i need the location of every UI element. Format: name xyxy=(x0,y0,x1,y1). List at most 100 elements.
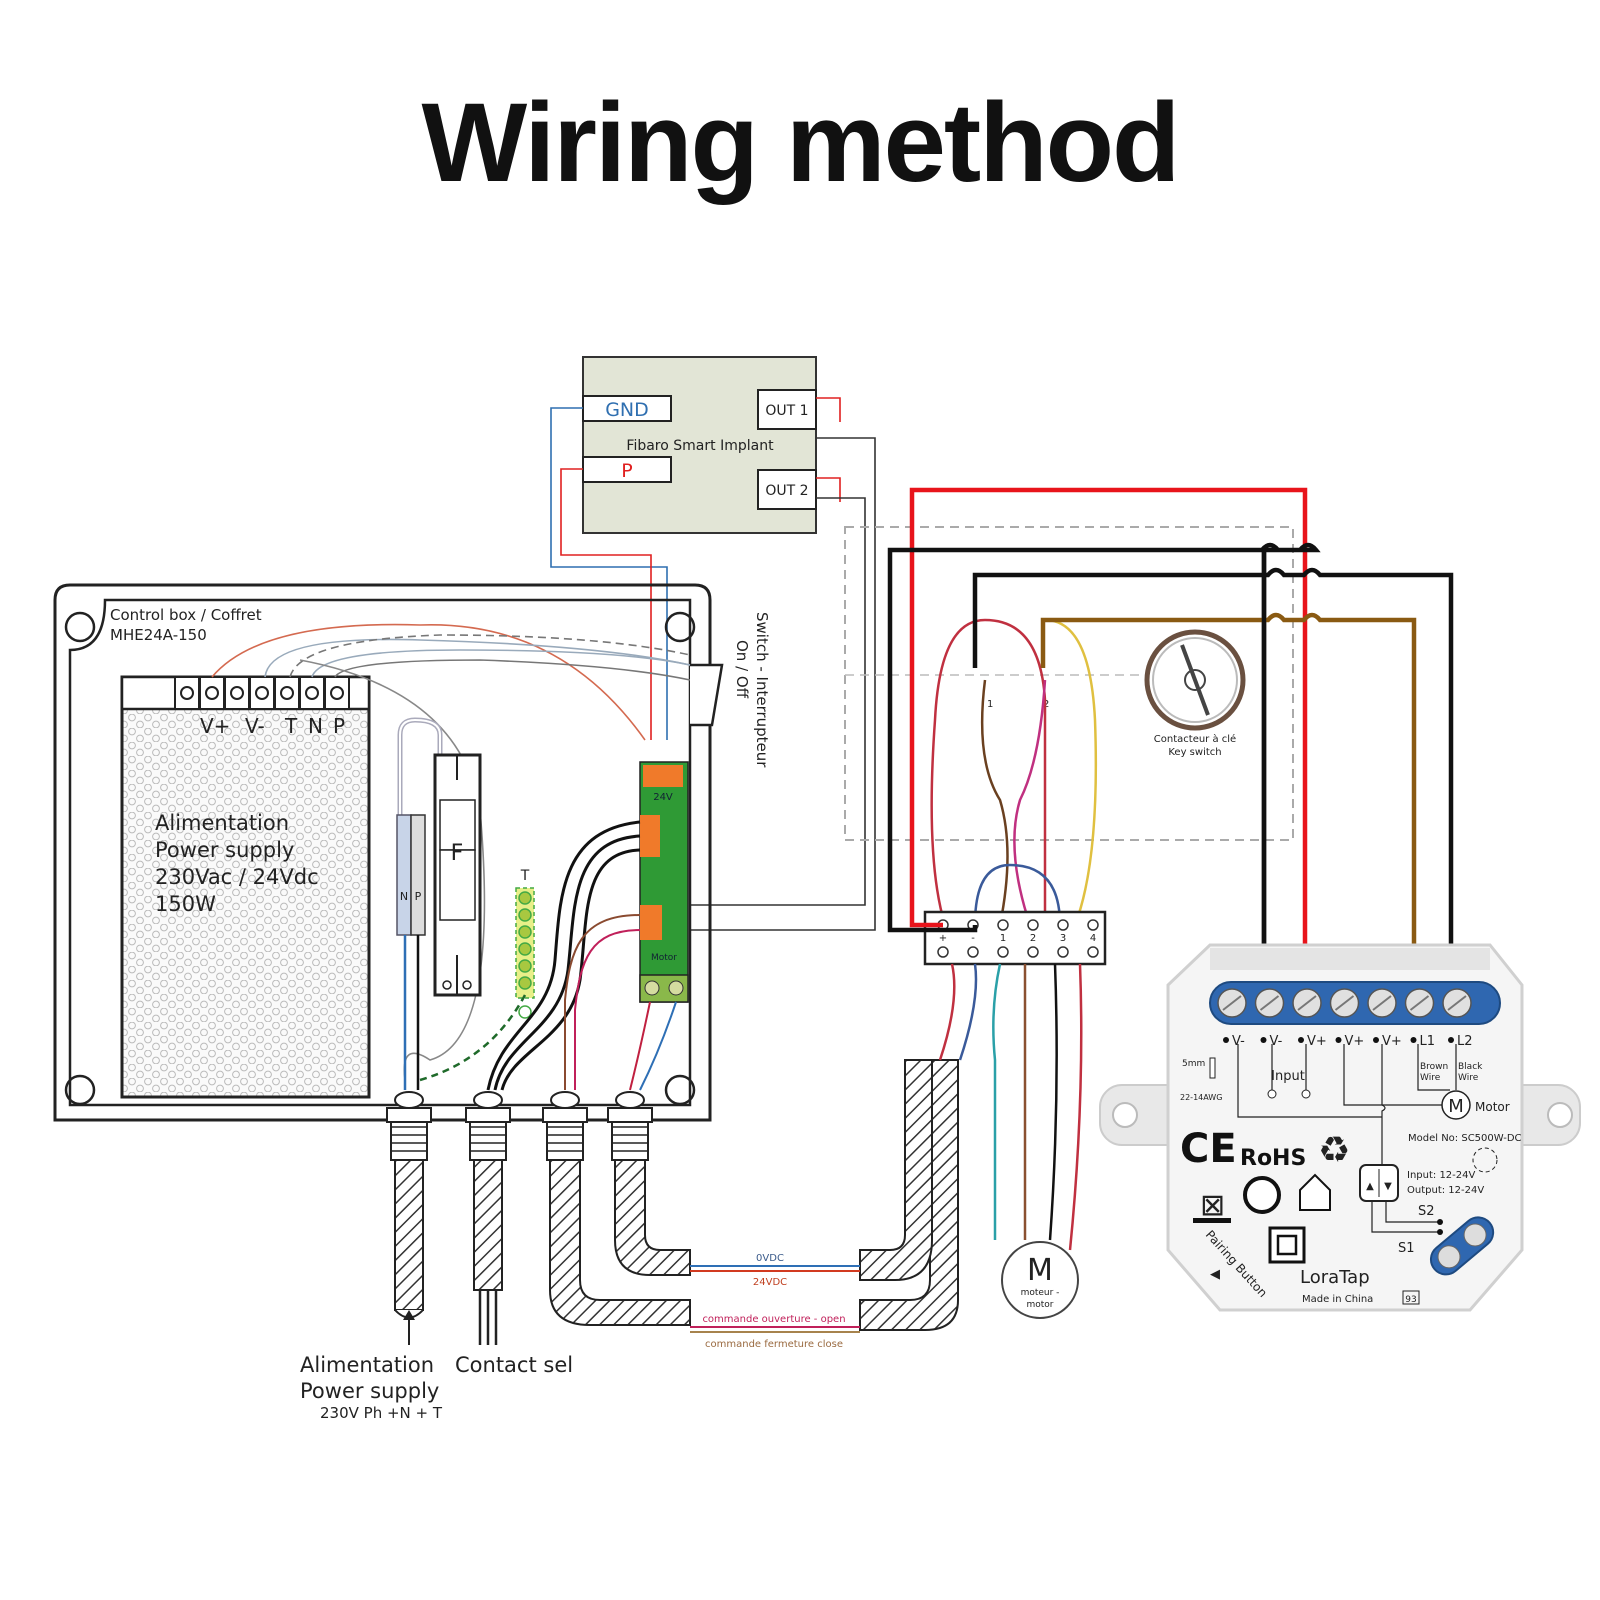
loratap-screw-slot xyxy=(1447,995,1467,1011)
terminal-block-screw xyxy=(937,946,949,958)
terminal-block-label: 4 xyxy=(1090,933,1096,944)
terminal-block-label: - xyxy=(971,933,975,944)
up-arrow-icon: ▲ xyxy=(1366,1181,1374,1192)
terminal-block-label: 1 xyxy=(1000,933,1006,944)
psu-terminal-screw xyxy=(230,686,244,700)
loratap-terminal-label: L1 xyxy=(1420,1034,1436,1049)
gland-nut xyxy=(386,1107,432,1123)
gland-top xyxy=(550,1091,580,1109)
psu-terminal-screw xyxy=(255,686,269,700)
terminal-block-screw xyxy=(1087,919,1099,931)
input-label: Input xyxy=(1271,1069,1305,1084)
brand-name: LoraTap xyxy=(1300,1267,1370,1288)
psu-terminal-screw xyxy=(180,686,194,700)
gland-nut xyxy=(465,1107,511,1123)
black-wire-1: Black xyxy=(1458,1062,1483,1072)
contact-cables xyxy=(403,820,677,1091)
earth-screw xyxy=(518,891,532,905)
terminal-block-screw xyxy=(1027,946,1039,958)
gland-top xyxy=(473,1091,503,1109)
bottom-labels: Alimentation Power supply 230V Ph +N + T… xyxy=(300,1353,573,1422)
loratap-screw-slot xyxy=(1409,995,1430,1011)
power-input-label-3: 230V Ph +N + T xyxy=(320,1404,443,1422)
key-switch-wires xyxy=(930,618,1098,926)
switch-on-off: On / Off xyxy=(733,640,751,699)
loratap-terminal-dot xyxy=(1298,1037,1304,1043)
on-off-switch: Switch - Interrupteur On / Off xyxy=(690,612,771,768)
pairing-arrow-icon[interactable]: ◀ xyxy=(1210,1267,1220,1282)
neutral-label: N xyxy=(400,890,408,903)
key-pin-1: 1 xyxy=(987,699,993,710)
page-title: Wiring method xyxy=(421,80,1181,205)
product-code: 93 xyxy=(1405,1295,1416,1305)
brown-wire-2: Wire xyxy=(1420,1073,1441,1083)
terminal-block-screw xyxy=(1057,919,1069,931)
conduits: 0VDC 24VDC commande ouverture - open com… xyxy=(394,1059,959,1350)
din-terminals: N P F xyxy=(396,717,482,997)
control-board: 24V Motor xyxy=(639,761,689,1003)
gnd-label: GND xyxy=(605,399,649,421)
loratap-terminal-label: V+ xyxy=(1382,1034,1402,1049)
lt-motor-symbol: M xyxy=(1448,1096,1464,1117)
earth-terminal-strip: T xyxy=(419,868,535,1082)
key-switch-label-en: Key switch xyxy=(1168,747,1221,758)
wire-gauge: 22-14AWG xyxy=(1180,1093,1222,1102)
contact-label: Contact sel xyxy=(455,1353,573,1377)
gland-top xyxy=(615,1091,645,1109)
phase-terminal xyxy=(410,814,426,936)
loratap-screw-slot xyxy=(1259,995,1280,1011)
psu-terminal-slot xyxy=(324,676,350,710)
s-terminals xyxy=(1429,1216,1495,1276)
out1-label: OUT 1 xyxy=(765,403,808,419)
psu-terminal-screw xyxy=(280,686,294,700)
loratap-terminal-label: V+ xyxy=(1345,1034,1365,1049)
key-switch-area: Contacteur à clé Key switch 1 2 xyxy=(844,526,1294,841)
lt-motor-label: Motor xyxy=(1475,1100,1510,1114)
power-input-label-1: Alimentation xyxy=(300,1353,434,1377)
zero-vdc-label: 0VDC xyxy=(756,1253,784,1264)
loratap-terminal-label: V- xyxy=(1232,1034,1245,1049)
gland-body xyxy=(469,1121,507,1161)
terminal-block-screw xyxy=(1087,946,1099,958)
recycle-icon: ♻ xyxy=(1318,1130,1350,1171)
psu-text-4: 150W xyxy=(155,892,216,916)
gnd-terminal xyxy=(582,395,672,422)
terminal-block-screw xyxy=(1027,919,1039,931)
loratap-terminal-dot xyxy=(1223,1037,1229,1043)
cable-glands xyxy=(386,1091,653,1161)
terminal-block-screw xyxy=(997,919,1009,931)
control-box-label: Control box / Coffret xyxy=(110,606,262,624)
motor-symbol: M xyxy=(1027,1253,1053,1288)
rohs-mark: RoHS xyxy=(1240,1146,1306,1171)
loratap-terminal-dot xyxy=(1335,1037,1342,1043)
psu-text-1: Alimentation xyxy=(155,811,289,835)
psu-text-3: 230Vac / 24Vdc xyxy=(155,865,319,889)
switch-label: Switch - Interrupteur xyxy=(753,612,771,768)
psu-text-2: Power supply xyxy=(155,838,294,862)
open-command-label: commande ouverture - open xyxy=(702,1314,845,1325)
gland-top xyxy=(394,1091,424,1109)
power-input-label-2: Power supply xyxy=(300,1379,439,1403)
power-supply: V+ V- T N P Alimentation Power supply 23… xyxy=(120,675,371,1099)
s2-label: S2 xyxy=(1418,1204,1435,1219)
earth-screw xyxy=(518,959,532,973)
loratap-terminal-dot xyxy=(1373,1037,1379,1043)
out2-label: OUT 2 xyxy=(765,483,808,499)
earth-screw xyxy=(518,942,532,956)
terminal-label-t: T xyxy=(284,714,298,738)
green-dot-icon xyxy=(1243,1176,1281,1214)
terminal-label-vplus: V+ xyxy=(200,714,230,738)
control-box-model: MHE24A-150 xyxy=(110,626,207,644)
brown-wire-1: Brown xyxy=(1420,1062,1448,1072)
neutral-terminal xyxy=(396,814,412,936)
fibaro-wires xyxy=(550,397,876,931)
gland-nut xyxy=(607,1107,653,1123)
twentyfour-vdc-label: 24VDC xyxy=(753,1277,787,1288)
earth-screw xyxy=(518,976,532,990)
indoor-use-icon xyxy=(1299,1173,1331,1211)
loratap-screw-slot xyxy=(1372,995,1392,1011)
control-wires xyxy=(887,487,1454,955)
